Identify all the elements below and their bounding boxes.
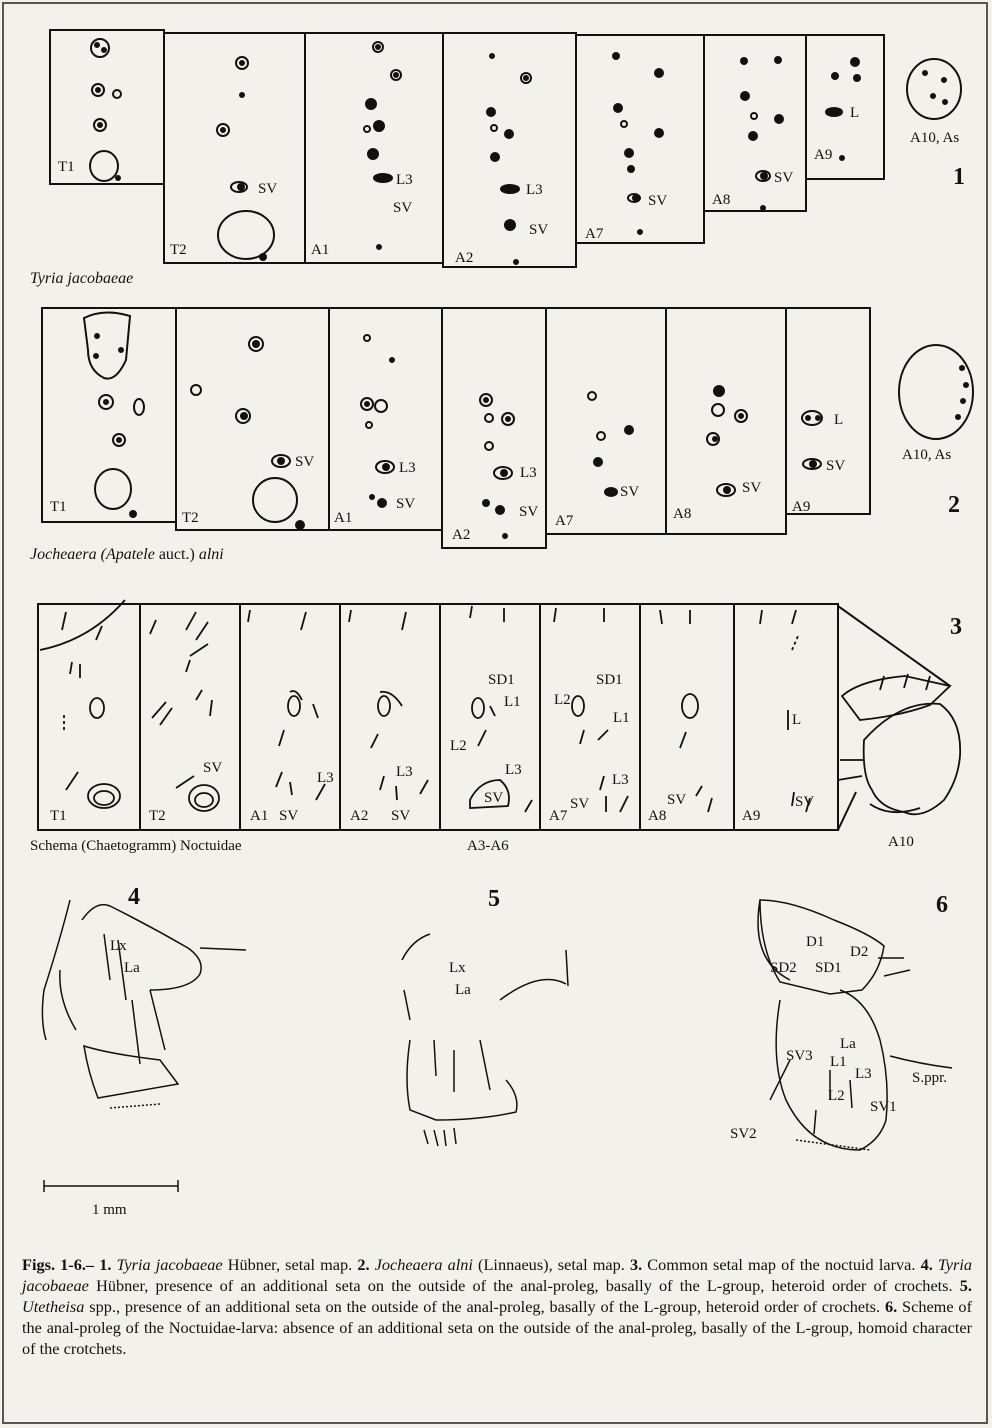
- svg-text:SV: SV: [393, 200, 412, 216]
- svg-text:L3: L3: [399, 460, 416, 476]
- svg-text:SV: SV: [648, 193, 667, 209]
- fig1-seg-a9: A9: [814, 147, 832, 163]
- svg-text:SV2: SV2: [730, 1126, 757, 1142]
- svg-text:SV: SV: [795, 794, 814, 810]
- svg-text:L2: L2: [828, 1088, 845, 1104]
- svg-text:L1: L1: [613, 710, 630, 726]
- svg-text:Lx: Lx: [449, 960, 466, 976]
- svg-text:SV1: SV1: [870, 1099, 897, 1115]
- svg-text:L1: L1: [504, 694, 521, 710]
- svg-text:T1: T1: [50, 808, 67, 824]
- svg-text:A9: A9: [792, 499, 810, 515]
- svg-text:SV: SV: [774, 170, 793, 186]
- svg-text:SD1: SD1: [488, 672, 515, 688]
- svg-text:SV: SV: [295, 454, 314, 470]
- svg-text:SV: SV: [826, 458, 845, 474]
- svg-text:SV: SV: [519, 504, 538, 520]
- svg-text:L3: L3: [505, 762, 522, 778]
- svg-text:SV: SV: [279, 808, 298, 824]
- fig5-number: 5: [488, 886, 500, 912]
- fig3-setae: [40, 600, 960, 814]
- svg-text:A8: A8: [648, 808, 666, 824]
- svg-text:L3: L3: [612, 772, 629, 788]
- svg-text:SV: SV: [667, 792, 686, 808]
- svg-text:L3: L3: [526, 182, 543, 198]
- fig2-labels: 2 T1 T2 A1 A2 A7 A8 A9 A10, As SV L3 SV …: [50, 412, 960, 543]
- svg-text:La: La: [124, 960, 140, 976]
- svg-text:Lx: Lx: [110, 938, 127, 954]
- fig3-a3a6: A3-A6: [467, 838, 509, 854]
- fig3-labels: 3 T1 T2 A1 A2 A7 A8 A9 A3-A6 A10 SV SV L…: [50, 614, 962, 854]
- svg-text:L1: L1: [830, 1054, 847, 1070]
- fig3-a10: A10: [888, 834, 914, 850]
- svg-text:SV: SV: [529, 222, 548, 238]
- svg-text:L3: L3: [396, 764, 413, 780]
- fig2-number: 2: [948, 492, 960, 518]
- fig1-anal: A10, As: [910, 130, 959, 146]
- svg-text:SV: SV: [570, 796, 589, 812]
- svg-text:L: L: [850, 105, 859, 121]
- svg-text:La: La: [455, 982, 471, 998]
- fig1-number: 1: [953, 164, 965, 190]
- fig1-species: Tyria jacobaeae: [30, 270, 133, 288]
- fig3-schema-title: Schema (Chaetogramm) Noctuidae: [30, 838, 242, 855]
- svg-text:SV: SV: [620, 484, 639, 500]
- svg-text:S.ppr.: S.ppr.: [912, 1070, 947, 1086]
- svg-text:L3: L3: [855, 1066, 872, 1082]
- svg-text:A7: A7: [555, 513, 574, 529]
- svg-text:SV: SV: [258, 181, 277, 197]
- svg-text:A1: A1: [250, 808, 268, 824]
- svg-text:SD2: SD2: [770, 960, 797, 976]
- fig4-number: 4: [128, 884, 140, 910]
- svg-text:A7: A7: [549, 808, 568, 824]
- svg-text:L3: L3: [317, 770, 334, 786]
- svg-text:D2: D2: [850, 944, 868, 960]
- figure-caption: Figs. 1-6.– 1. Tyria jacobaeae Hübner, s…: [22, 1254, 972, 1359]
- svg-text:L: L: [834, 412, 843, 428]
- svg-text:La: La: [840, 1036, 856, 1052]
- fig2-species: Jocheaera (Apatele auct.) alni: [30, 546, 224, 564]
- svg-text:A9: A9: [742, 808, 760, 824]
- fig3-number: 3: [950, 614, 962, 640]
- fig1-seg-a1: A1: [311, 242, 329, 258]
- svg-text:SD1: SD1: [815, 960, 842, 976]
- svg-text:A2: A2: [350, 808, 368, 824]
- scale-label: 1 mm: [92, 1202, 127, 1218]
- fig1-seg-t1: T1: [58, 159, 75, 175]
- svg-text:SV: SV: [396, 496, 415, 512]
- svg-text:SV: SV: [484, 790, 503, 806]
- svg-text:L2: L2: [450, 738, 467, 754]
- svg-text:T2: T2: [149, 808, 166, 824]
- svg-text:A1: A1: [334, 510, 352, 526]
- svg-text:T1: T1: [50, 499, 67, 515]
- fig1-seg-a8: A8: [712, 192, 730, 208]
- fig1-seg-a7: A7: [585, 226, 604, 242]
- fig6-number: 6: [936, 892, 948, 918]
- svg-text:L2: L2: [554, 692, 571, 708]
- svg-text:SV: SV: [203, 760, 222, 776]
- svg-text:SD1: SD1: [596, 672, 623, 688]
- fig1-seg-t2: T2: [170, 242, 187, 258]
- fig456-labels: 4 Lx La 1 mm 5 Lx La 6 D1 D2 SD2 SD1 La …: [92, 884, 948, 1218]
- svg-text:SV: SV: [742, 480, 761, 496]
- svg-text:D1: D1: [806, 934, 824, 950]
- svg-text:SV3: SV3: [786, 1048, 813, 1064]
- fig1-seg-a2: A2: [455, 250, 473, 266]
- svg-text:SV: SV: [391, 808, 410, 824]
- svg-text:A10, As: A10, As: [902, 447, 951, 463]
- svg-text:L: L: [792, 712, 801, 728]
- svg-text:A2: A2: [452, 527, 470, 543]
- svg-text:L3: L3: [396, 172, 413, 188]
- svg-text:T2: T2: [182, 510, 199, 526]
- svg-text:A8: A8: [673, 506, 691, 522]
- svg-text:L3: L3: [520, 465, 537, 481]
